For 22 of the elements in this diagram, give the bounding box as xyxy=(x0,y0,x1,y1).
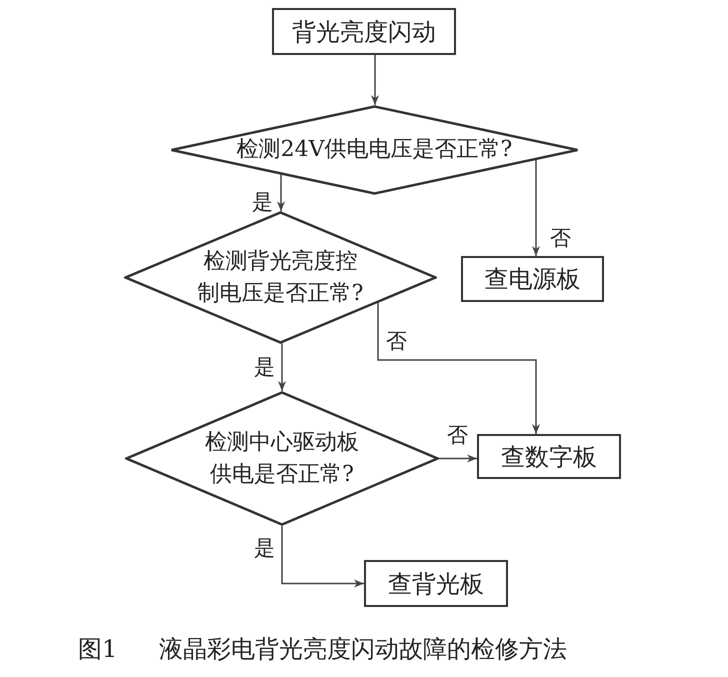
edge-label: 是 xyxy=(251,190,274,214)
arrow xyxy=(532,159,540,256)
process-box: 查电源板 xyxy=(461,256,604,302)
arrow xyxy=(377,302,540,434)
process-box: 查背光板 xyxy=(364,560,508,607)
edge-label: 是 xyxy=(253,355,276,379)
edge-label: 是 xyxy=(253,536,276,560)
edge-label: 否 xyxy=(549,226,572,250)
process-box: 查数字板 xyxy=(477,434,621,479)
decision-text: 检测24V供电电压是否正常? xyxy=(236,136,514,164)
arrow xyxy=(439,454,477,462)
decision-diamond xyxy=(125,391,439,526)
arrow xyxy=(281,526,364,588)
edge-label: 否 xyxy=(446,423,469,447)
arrow xyxy=(371,55,379,106)
arrow xyxy=(278,343,286,391)
decision-text: 检测中心驱动板供电是否正常? xyxy=(204,428,360,488)
arrow xyxy=(277,174,285,212)
figure-caption: 图1 液晶彩电背光亮度闪动故障的检修方法 xyxy=(78,634,567,665)
edge-label: 否 xyxy=(385,329,408,353)
process-box: 背光亮度闪动 xyxy=(272,8,456,55)
decision-text: 检测背光亮度控制电压是否正常? xyxy=(196,248,364,308)
